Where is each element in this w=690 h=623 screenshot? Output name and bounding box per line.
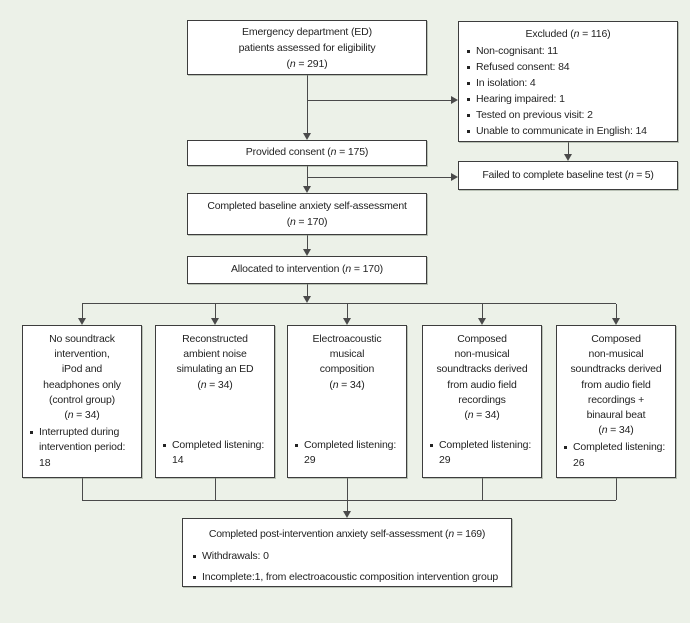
connector-line (568, 142, 569, 154)
group-item: Interrupted during intervention period: … (29, 425, 135, 471)
group-list: Completed listening: 14 (162, 436, 268, 468)
group-list: Completed listening: 29 (294, 436, 400, 468)
excluded-list: Non-cognisant: 11 Refused consent: 84 In… (466, 44, 670, 139)
excluded-item: In isolation: 4 (466, 76, 670, 91)
group-list: Completed listening: 26 (563, 438, 669, 470)
arrow-right-icon (451, 173, 458, 181)
excluded-item: Hearing impaired: 1 (466, 92, 670, 107)
group-item: Completed listening: 29 (294, 438, 400, 468)
arrow-down-icon (343, 511, 351, 518)
post-intervention-title: Completed post-intervention anxiety self… (208, 528, 486, 540)
arrow-down-icon (612, 318, 620, 325)
connector-line (307, 235, 308, 249)
post-intervention-list: Withdrawals: 0 Incomplete:1, from electr… (192, 549, 502, 585)
connector-line (347, 501, 348, 511)
arrow-down-icon (211, 318, 219, 325)
post-item: Incomplete:1, from electroacoustic compo… (192, 570, 502, 585)
connector-line (616, 478, 617, 500)
connector-line (616, 304, 617, 318)
connector-line (215, 478, 216, 500)
group-item: Completed listening: 29 (429, 438, 535, 468)
connector-line (482, 478, 483, 500)
connector-line (307, 75, 308, 133)
group-list: Completed listening: 29 (429, 436, 535, 468)
excluded-item: Refused consent: 84 (466, 60, 670, 75)
connector-line (307, 177, 451, 178)
connector-line (307, 100, 451, 101)
connector-line (215, 304, 216, 318)
connector-line (82, 500, 616, 501)
arrow-down-icon (303, 249, 311, 256)
connector-line (307, 166, 308, 186)
group-item: Completed listening: 26 (563, 440, 669, 470)
connector-line (82, 478, 83, 500)
box-post-intervention: Completed post-intervention anxiety self… (182, 518, 512, 587)
box-allocated-intervention: Allocated to intervention (n = 170) (187, 256, 427, 284)
box-eligibility: Emergency department (ED)patients assess… (187, 20, 427, 75)
excluded-item: Tested on previous visit: 2 (466, 108, 670, 123)
eligibility-title: Emergency department (ED)patients assess… (238, 25, 376, 70)
connector-line (347, 304, 348, 318)
group-list: Interrupted during intervention period: … (29, 423, 135, 471)
box-failed-baseline-test: Failed to complete baseline test (n = 5) (458, 161, 678, 190)
group-item: Completed listening: 14 (162, 438, 268, 468)
connector-line (307, 284, 308, 296)
connector-line (347, 478, 348, 500)
arrow-down-icon (343, 318, 351, 325)
connector-line (82, 303, 616, 304)
failed-baseline-title: Failed to complete baseline test (n = 5) (482, 168, 654, 181)
allocated-intervention-title: Allocated to intervention (n = 170) (230, 263, 384, 276)
excluded-item: Non-cognisant: 11 (466, 44, 670, 59)
provided-consent-title: Provided consent (n = 175) (245, 146, 369, 159)
post-item: Withdrawals: 0 (192, 549, 502, 564)
connector-line (482, 304, 483, 318)
excluded-item: Unable to communicate in English: 14 (466, 124, 670, 139)
box-excluded: Excluded (n = 116) Non-cognisant: 11 Ref… (458, 21, 678, 142)
arrow-down-icon (303, 296, 311, 303)
arrow-down-icon (78, 318, 86, 325)
connector-line (82, 304, 83, 318)
baseline-assessment-title: Completed baseline anxiety self-assessme… (207, 200, 407, 228)
arrow-down-icon (564, 154, 572, 161)
arrow-down-icon (478, 318, 486, 325)
box-provided-consent: Provided consent (n = 175) (187, 140, 427, 166)
arrow-down-icon (303, 133, 311, 140)
box-baseline-assessment: Completed baseline anxiety self-assessme… (187, 193, 427, 235)
arrow-down-icon (303, 186, 311, 193)
excluded-title: Excluded (n = 116) (525, 28, 611, 40)
arrow-right-icon (451, 96, 458, 104)
